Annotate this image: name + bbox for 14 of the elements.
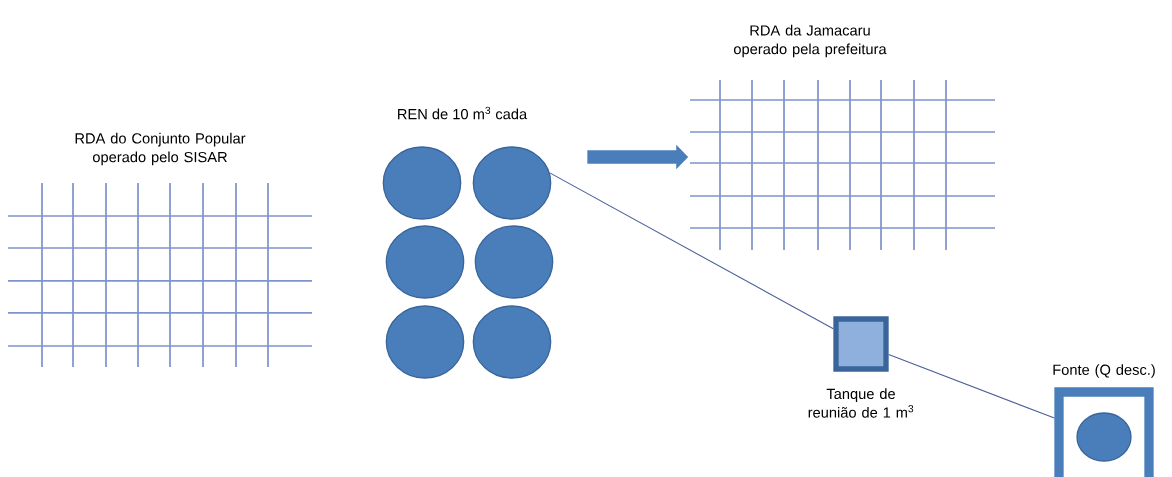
tank-circle [1076,412,1132,462]
tank-circle [382,146,462,220]
tank-circle [472,146,552,220]
box-label: Tanque de reunião de 1 m$^{3}$ [808,388,914,418]
tank-circle [385,305,465,379]
tank-circle [472,305,552,379]
grid-heading: RDA da Jamacaru operado pela prefeitura [733,24,887,58]
grid-heading: RDA do Conjunto Popular operado pelo SISAR [75,132,246,166]
box-label: Fonte (Q desc.) [1053,364,1155,378]
pipe-line [549,172,834,330]
group-label: REN de 10 m$^{3}$ cada [398,106,528,120]
pipe-line [888,354,1055,419]
tank-circle [385,225,465,299]
tank-circle [474,225,554,299]
